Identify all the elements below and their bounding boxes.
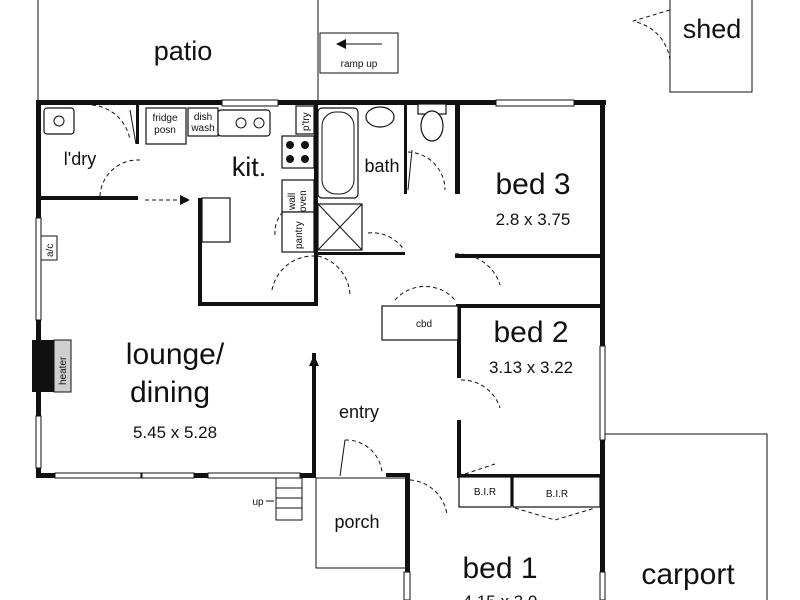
bir-2-label: B.I.R bbox=[546, 489, 568, 500]
bed1-dimensions: 4.15 x 3.0 bbox=[463, 592, 538, 600]
bed1-label: bed 1 bbox=[462, 552, 537, 585]
wall-oven-label-line2: oven bbox=[298, 190, 309, 212]
lounge-dimensions: 5.45 x 5.28 bbox=[133, 423, 217, 442]
dishwasher-label-line1: dish bbox=[194, 112, 212, 123]
room-labels: patio shed l'dry kit. bath bed 3 2.8 x 3… bbox=[64, 14, 742, 600]
shed-label: shed bbox=[683, 14, 742, 44]
outdoor-outlines bbox=[37, 0, 768, 600]
patio-label: patio bbox=[154, 36, 213, 66]
bed2-dimensions: 3.13 x 3.22 bbox=[489, 358, 573, 377]
bath-label: bath bbox=[364, 156, 399, 176]
aircon-label: a/c bbox=[45, 244, 56, 257]
bed3-label: bed 3 bbox=[495, 168, 570, 201]
windows bbox=[35, 99, 606, 600]
pantry-label: pantry bbox=[294, 221, 305, 249]
lounge-label-line2: dining bbox=[130, 376, 210, 409]
steps-up-label: up bbox=[252, 497, 264, 508]
pantry-small-label: p'try bbox=[301, 112, 312, 131]
fixture-labels: ramp up fridge posn dish wash p'try wall… bbox=[45, 59, 568, 508]
cupboard-label: cbd bbox=[416, 319, 432, 330]
porch-label: porch bbox=[334, 512, 379, 532]
fridge-label-line2: posn bbox=[154, 125, 176, 136]
bir-1-label: B.I.R bbox=[474, 487, 496, 498]
entry-label: entry bbox=[339, 402, 379, 422]
bed3-dimensions: 2.8 x 3.75 bbox=[496, 210, 571, 229]
ramp-label: ramp up bbox=[341, 59, 378, 70]
wall-oven-label-line1: wall bbox=[287, 193, 298, 211]
lounge-label-line1: lounge/ bbox=[126, 338, 225, 371]
dishwasher-label-line2: wash bbox=[190, 123, 214, 134]
fixtures bbox=[32, 32, 601, 521]
heater-label: heater bbox=[58, 356, 69, 385]
fridge-label-line1: fridge bbox=[152, 113, 177, 124]
kitchen-label: kit. bbox=[232, 152, 267, 182]
laundry-label: l'dry bbox=[64, 149, 96, 169]
carport-label: carport bbox=[641, 558, 735, 591]
arrows bbox=[145, 39, 382, 405]
bed2-label: bed 2 bbox=[493, 316, 568, 349]
doors bbox=[91, 104, 596, 521]
